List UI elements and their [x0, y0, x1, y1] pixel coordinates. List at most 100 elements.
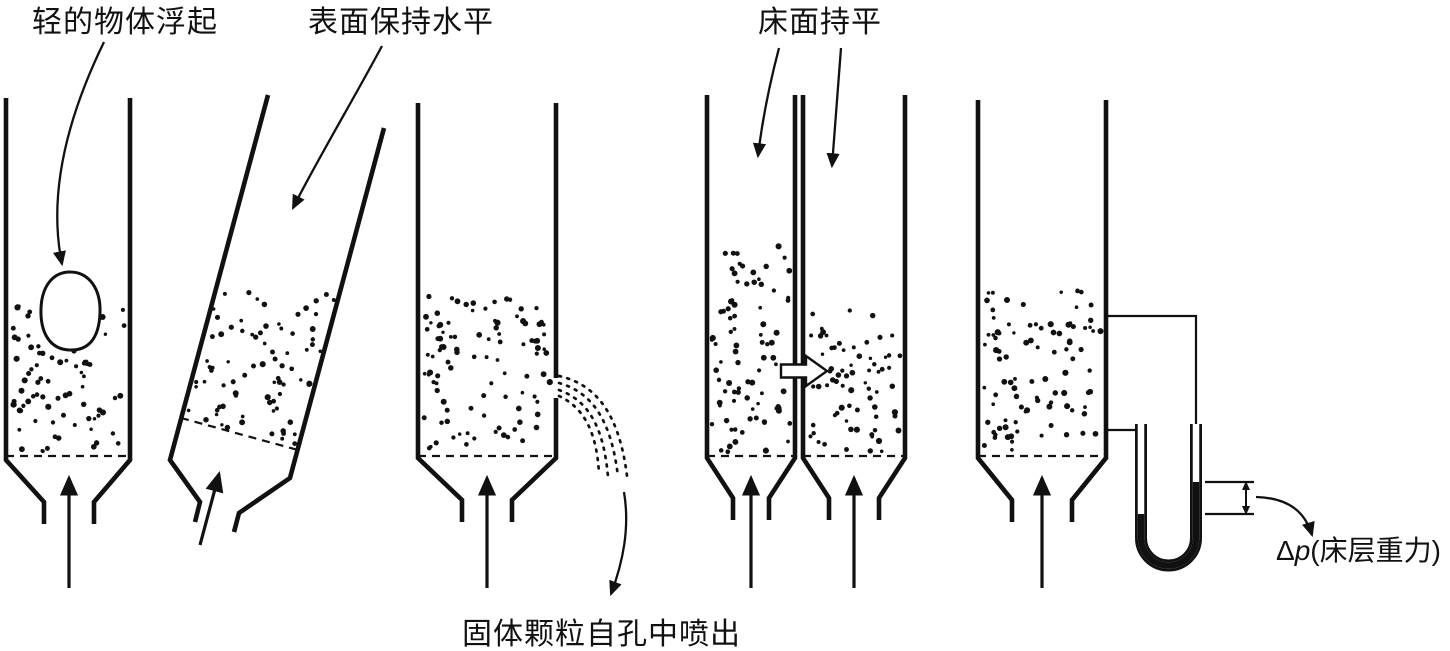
particle-dot [729, 298, 735, 303]
particle-dot [449, 296, 455, 301]
particle-dot [1059, 290, 1063, 295]
particle-dot [731, 398, 737, 403]
particle-dot [240, 414, 245, 419]
particle-dot [1002, 424, 1009, 431]
particle-dot [1088, 325, 1092, 329]
particle-dot [194, 379, 199, 385]
particle-dot [90, 443, 97, 450]
particle-dot [1018, 404, 1024, 410]
particle-dot [1029, 378, 1035, 384]
particle-dot [722, 250, 728, 256]
particle-dot [202, 379, 207, 384]
particle-dot [765, 342, 770, 347]
particle-dot [1046, 403, 1053, 410]
particle-dot [521, 342, 526, 347]
particle-dot [421, 415, 427, 421]
particle-dot [863, 381, 868, 385]
particle-dot [856, 353, 863, 360]
particle-dot [718, 403, 722, 408]
particle-dot [762, 447, 769, 454]
particle-dot [481, 393, 487, 399]
particle-dot [867, 448, 873, 454]
particle-dot [1015, 429, 1020, 434]
dp-caption: (床层重力) [1310, 535, 1441, 566]
particle-dot [1007, 379, 1014, 386]
particle-dot [848, 426, 854, 433]
particle-dot [732, 427, 738, 432]
particle-dot [422, 371, 427, 376]
particle-dot [446, 320, 451, 325]
particle-dot [271, 409, 276, 413]
particle-dot [730, 250, 736, 256]
particle-dot [747, 416, 753, 422]
arrow-to-right-bed-surface [826, 47, 843, 169]
particle-dot [750, 269, 757, 276]
particle-dot [1088, 302, 1094, 308]
particle-dot [441, 330, 445, 335]
vessel-manometer [975, 100, 1315, 588]
particle-dot [835, 372, 842, 378]
particle-dot [304, 347, 309, 352]
particle-dot [444, 418, 451, 425]
particle-dot [1056, 330, 1063, 337]
particle-dot [883, 355, 888, 359]
gas-flow-arrow [198, 470, 224, 546]
particle-dot [840, 383, 845, 388]
particle-dot [226, 360, 230, 364]
particle-dot [740, 263, 746, 269]
particle-dot [867, 395, 873, 401]
particle-dot [35, 379, 41, 385]
particle-dot [849, 363, 853, 367]
particle-dot [716, 399, 723, 406]
particle-dot [451, 435, 456, 440]
particle-dot [836, 340, 842, 346]
particle-dot [429, 321, 433, 325]
particle-dot [36, 344, 41, 349]
particle-dot [483, 306, 488, 311]
arrow-to-left-bed-surface [752, 47, 781, 159]
particle-dot [774, 362, 778, 367]
particle-dot [194, 385, 198, 389]
particle-dot [220, 423, 224, 427]
particle-dot [45, 378, 51, 384]
particle-dot [723, 417, 730, 424]
particle-dot [777, 405, 782, 411]
particle-dot [983, 342, 987, 347]
particle-dot [996, 425, 1003, 432]
particle-dot [1088, 317, 1094, 323]
particle-dot [722, 389, 728, 394]
particle-dot [1048, 422, 1054, 429]
particle-dot [546, 379, 553, 386]
particle-dot [34, 363, 39, 368]
particle-dot [17, 427, 22, 432]
particle-dot [74, 364, 79, 369]
particle-dot [239, 419, 246, 426]
particle-dot [1034, 395, 1039, 400]
particle-dot [30, 394, 36, 399]
particle-dot [1023, 409, 1028, 414]
particle-dot [759, 339, 765, 345]
particle-dot [1012, 331, 1016, 335]
particle-dot [38, 376, 44, 381]
particle-dot [768, 339, 775, 346]
particle-dot [879, 449, 884, 454]
label-particles-eject: 固体颗粒自孔中喷出 [462, 618, 741, 651]
particle-dot [713, 341, 718, 347]
particle-dot [439, 344, 445, 350]
particle-dot [287, 419, 294, 425]
particle-dot [1067, 338, 1073, 344]
particle-dot [774, 406, 779, 411]
particle-dot [895, 427, 902, 434]
particle-dot [1052, 390, 1059, 396]
particle-dot [1083, 405, 1087, 409]
particle-dot [830, 377, 836, 383]
particle-dot [809, 333, 814, 338]
particle-dot [744, 281, 750, 287]
particle-dot [879, 366, 885, 372]
particle-dot [775, 243, 782, 250]
particle-dot [891, 409, 898, 416]
particle-dot [72, 422, 77, 428]
particle-dot [1069, 408, 1075, 413]
arrow-to-dp-label [1255, 495, 1315, 538]
particle-dot [257, 330, 263, 336]
